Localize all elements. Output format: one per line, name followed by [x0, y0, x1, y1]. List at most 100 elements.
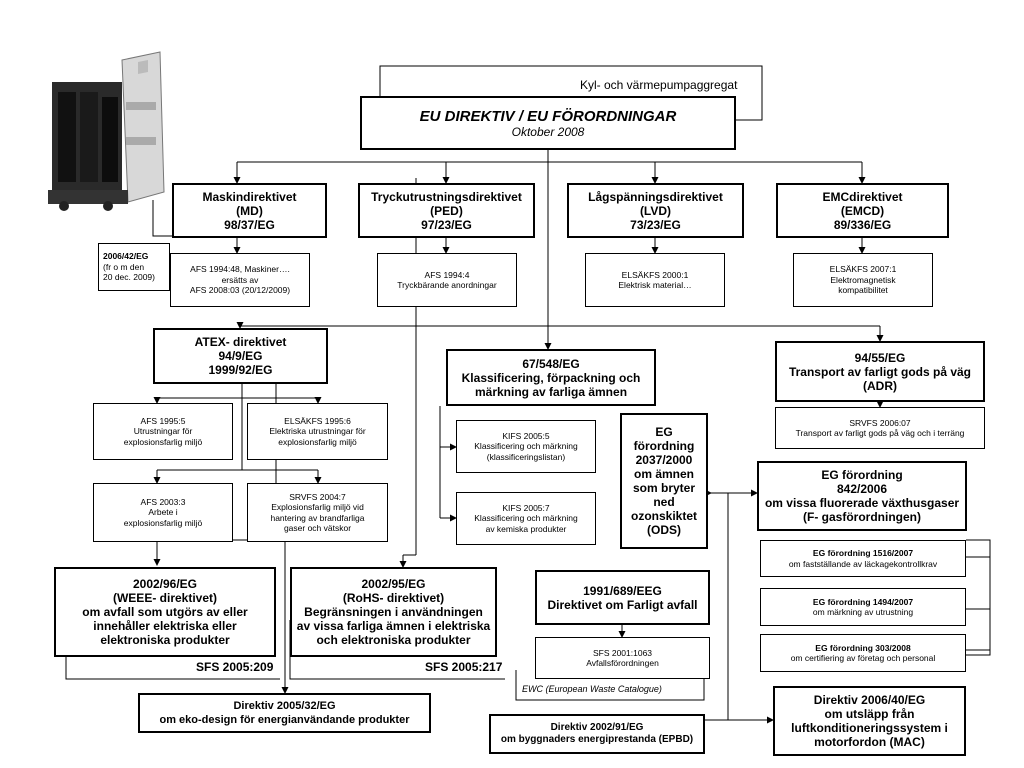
- ods-box: EG förordning 2037/2000 om ämnen som bry…: [620, 413, 708, 549]
- lvd-name: Lågspänningsdirektivet: [588, 189, 723, 204]
- main-title: EU DIREKTIV / EU FÖRORDNINGAR: [419, 107, 677, 125]
- regulation-line: om certifiering av företag och personal: [790, 653, 936, 663]
- regulation-line: om fastställande av läckagekontrollkrav: [788, 558, 938, 569]
- sfs-line: SFS 2001:1063: [592, 647, 653, 658]
- kifs-line: Klassificering och märkning: [474, 441, 578, 452]
- emc-abbr: (EMCD): [840, 203, 885, 218]
- adr-abbr: (ADR): [863, 378, 897, 393]
- ods-line: ned: [653, 495, 675, 509]
- atex-box: ATEX- direktivet 94/9/EG 1999/92/EG: [153, 328, 328, 384]
- srvfs-line: Transport av farligt gods på väg och i t…: [795, 428, 965, 438]
- avfall-sfs-box: SFS 2001:1063 Avfallsförordningen: [535, 637, 710, 679]
- ods-line: EG: [655, 425, 673, 439]
- kifs-line: Klassificering och märkning: [474, 513, 578, 524]
- regulation-line: EG förordning 303/2008: [815, 642, 911, 653]
- ods-line: som bryter: [632, 481, 696, 495]
- kifs-line: (klassificeringslistan): [486, 451, 566, 462]
- ekodesign-line: om eko-design för energianvändande produ…: [159, 714, 410, 726]
- ped-name: Tryckutrustningsdirektivet: [371, 189, 522, 204]
- ewc-label: EWC (European Waste Catalogue): [522, 684, 662, 694]
- fgas-line: (F- gasförordningen): [803, 510, 921, 524]
- adr-srvfs-box: SRVFS 2006:07 Transport av farligt gods …: [775, 407, 985, 449]
- rohs-line: 2002/95/EG: [361, 577, 426, 591]
- ods-line: (ODS): [647, 523, 681, 537]
- weee-line: elektroniska produkter: [100, 633, 230, 647]
- elsakfs-line: ELSÄKFS 2007:1: [829, 264, 897, 275]
- ods-line: förordning: [633, 439, 695, 453]
- kifs-2005-5-box: KIFS 2005:5 Klassificering och märkning …: [456, 420, 596, 473]
- rohs-sfs-label: SFS 2005:217: [425, 660, 503, 674]
- elsakfs-line: ELSÄKFS 2000:1: [621, 269, 689, 280]
- atex-afs1995-box: AFS 1995:5 Utrustningar för explosionsfa…: [93, 403, 233, 460]
- ods-line: ozonskiktet: [630, 509, 697, 523]
- srvfs-line: gaser och vätskor: [283, 523, 352, 533]
- epbd-box: Direktiv 2002/91/EG om byggnaders energi…: [489, 714, 705, 754]
- kifs-line: av kemiska produkter: [485, 523, 567, 534]
- md-new-directive-note: 2006/42/EG (fr o m den 20 dec. 2009): [98, 243, 170, 291]
- afs-line: AFS 1994:4: [424, 269, 470, 280]
- lvd-elsakfs-box: ELSÄKFS 2000:1 Elektrisk material…: [585, 253, 725, 307]
- mac-box: Direktiv 2006/40/EG om utsläpp från luft…: [773, 686, 966, 756]
- rohs-line: av vissa farliga ämnen i elektriska: [296, 619, 491, 633]
- afs-line: AFS 1995:5: [140, 415, 186, 426]
- ods-line: om ämnen: [633, 467, 694, 481]
- md-box: Maskindirektivet (MD) 98/37/EG: [172, 183, 327, 238]
- fgas-line: 842/2006: [836, 482, 888, 496]
- rohs-box: 2002/95/EG (RoHS- direktivet) Begränsnin…: [290, 567, 497, 657]
- srvfs-line: SRVFS 2004:7: [289, 491, 346, 502]
- emc-name: EMCdirektivet: [822, 189, 903, 204]
- weee-line: 2002/96/EG: [132, 577, 198, 591]
- emc-number: 89/336/EG: [833, 217, 892, 232]
- ped-box: Tryckutrustningsdirektivet (PED) 97/23/E…: [358, 183, 535, 238]
- emc-box: EMCdirektivet (EMCD) 89/336/EG: [776, 183, 949, 238]
- lvd-number: 73/23/EG: [630, 217, 681, 232]
- elsakfs-line: ELSÄKFS 1995:6: [284, 415, 351, 426]
- adr-number: 94/55/EG: [854, 350, 906, 365]
- ekodesign-box: Direktiv 2005/32/EG om eko-design för en…: [138, 693, 431, 733]
- note-line: (fr o m den: [103, 261, 145, 272]
- main-title-box: EU DIREKTIV / EU FÖRORDNINGAR Oktober 20…: [360, 96, 736, 150]
- afs-line: ersätts av: [221, 274, 259, 285]
- ped-abbr: (PED): [430, 203, 463, 218]
- weee-sfs-label: SFS 2005:209: [196, 660, 274, 674]
- weee-line: om avfall som utgörs av eller: [82, 605, 248, 619]
- kifs-line: KIFS 2005:5: [502, 430, 550, 441]
- klass-box: 67/548/EG Klassificering, förpackning oc…: [446, 349, 656, 406]
- refrigeration-unit-image: [48, 51, 165, 211]
- afs-line: Utrustningar för: [133, 426, 193, 437]
- weee-line: innehåller elektriska eller: [93, 619, 237, 633]
- adr-name: Transport av farligt gods på väg: [788, 364, 972, 379]
- klass-name: Klassificering, förpackning och: [461, 370, 641, 385]
- regulation-line: om märkning av utrustning: [812, 607, 914, 617]
- klass-number: 67/548/EG: [522, 356, 580, 371]
- md-number: 98/37/EG: [224, 217, 275, 232]
- fgas-1494-box: EG förordning 1494/2007 om märkning av u…: [760, 588, 966, 626]
- note-line: 20 dec. 2009): [103, 272, 155, 283]
- fgas-line: om vissa fluorerade växthusgaser: [764, 496, 960, 510]
- md-name: Maskindirektivet: [202, 189, 297, 204]
- fgas-line: EG förordning: [821, 468, 903, 482]
- ped-afs-box: AFS 1994:4 Tryckbärande anordningar: [377, 253, 517, 307]
- avfall-line: 1991/689/EEG: [583, 583, 662, 598]
- regulation-line: EG förordning 1494/2007: [812, 596, 914, 607]
- lvd-box: Lågspänningsdirektivet (LVD) 73/23/EG: [567, 183, 744, 238]
- atex-elsakfs-box: ELSÄKFS 1995:6 Elektriska utrustningar f…: [247, 403, 388, 460]
- afs-line: AFS 1994:48, Maskiner….: [190, 264, 290, 275]
- md-afs-box: AFS 1994:48, Maskiner…. ersätts av AFS 2…: [170, 253, 310, 307]
- atex-afs2003-box: AFS 2003:3 Arbete i explosionsfarlig mil…: [93, 483, 233, 542]
- fgas-1516-box: EG förordning 1516/2007 om fastställande…: [760, 540, 966, 577]
- atex-name: ATEX- direktivet: [194, 335, 287, 349]
- afs-line: Arbete i: [148, 507, 178, 518]
- note-line: 2006/42/EG: [103, 251, 149, 262]
- emc-elsakfs-box: ELSÄKFS 2007:1 Elektromagnetisk kompatib…: [793, 253, 933, 307]
- mac-line: motorfordon (MAC): [814, 735, 925, 749]
- lvd-abbr: (LVD): [639, 203, 672, 218]
- afs-line: AFS 2003:3: [140, 496, 186, 507]
- atex-number: 94/9/EG: [218, 349, 263, 363]
- weee-line: (WEEE- direktivet): [112, 591, 217, 605]
- atex-number: 1999/92/EG: [208, 363, 273, 377]
- elsakfs-line: Elektromagnetisk: [830, 274, 896, 285]
- elsakfs-line: Elektrisk material…: [618, 280, 692, 290]
- afs-line: explosionsfarlig miljö: [123, 517, 203, 528]
- ped-number: 97/23/EG: [421, 217, 472, 232]
